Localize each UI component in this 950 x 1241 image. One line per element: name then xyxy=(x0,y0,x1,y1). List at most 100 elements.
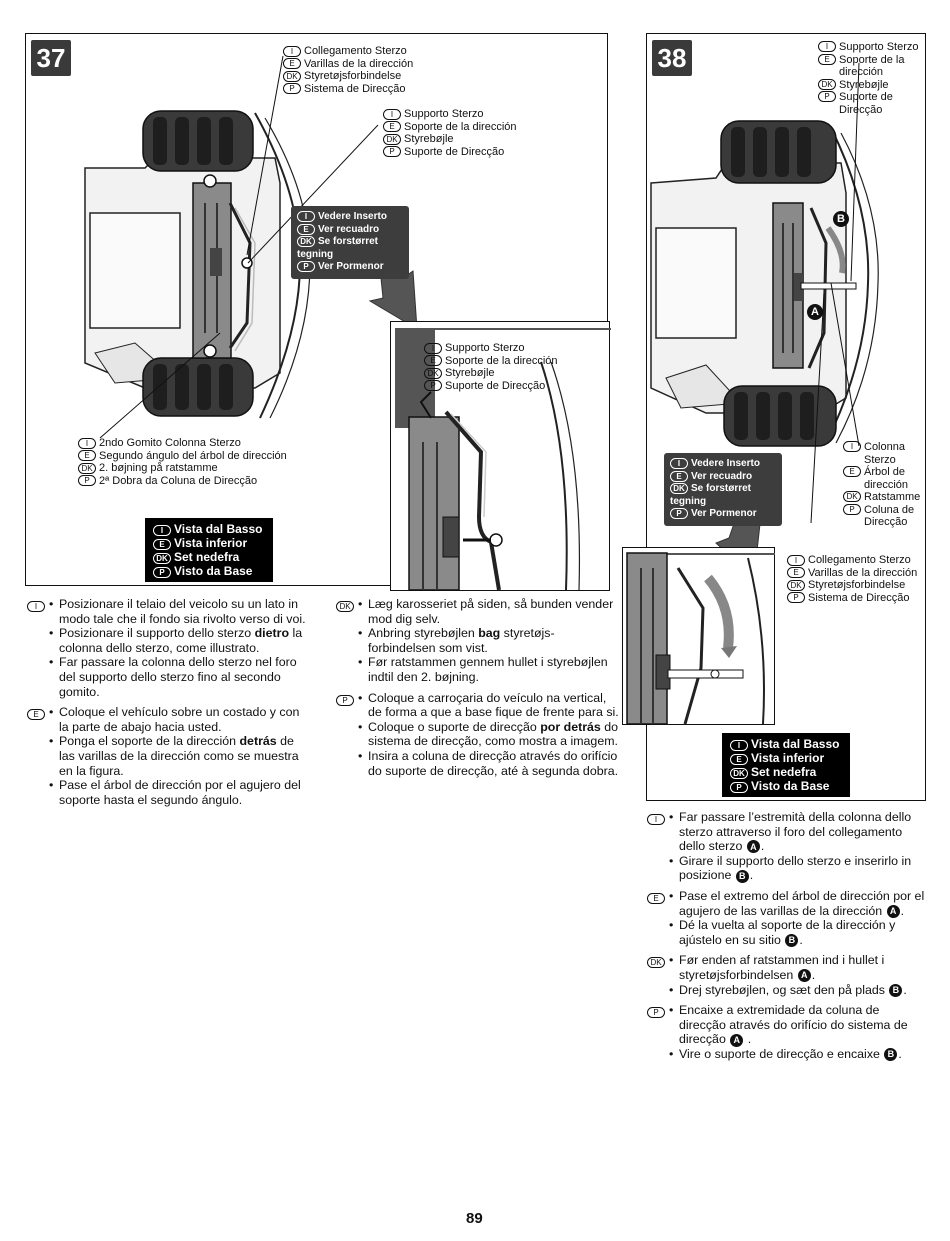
label-text: Vista inferior xyxy=(751,751,825,765)
language-code-icon: E xyxy=(383,121,401,133)
label-text: Supporto Sterzo xyxy=(839,41,919,53)
language-code-icon: E xyxy=(78,450,96,462)
label-text: Vista dal Basso xyxy=(174,522,263,536)
language-code-icon: I xyxy=(730,740,748,751)
language-code-icon: E xyxy=(818,53,836,65)
label-text: Vista inferior xyxy=(174,536,248,550)
instructions-37-left: I•Posizionare il telaio del veicolo su u… xyxy=(27,597,312,813)
instructions-37-right: DK•Læg karosseriet på siden, så bunden v… xyxy=(336,597,621,784)
instruction-block: DK•Læg karosseriet på siden, så bunden v… xyxy=(336,597,621,685)
language-code-icon: E xyxy=(27,709,45,721)
language-code-icon: P xyxy=(843,503,861,515)
label-text: Se forstørret tegning xyxy=(670,483,752,507)
instruction-block: E•Pase el extremo del árbol de dirección… xyxy=(647,889,927,947)
label-text: Coluna de Direcção xyxy=(864,503,915,529)
instruction-item: •Coloque o suporte de direcção por detrá… xyxy=(358,719,619,749)
instruction-block: I•Far passare l’estremità della colonna … xyxy=(647,810,927,883)
language-code-icon: DK xyxy=(843,491,861,502)
label-text: Supporto Sterzo xyxy=(404,108,484,120)
instruction-item: •Posizionare il telaio del veicolo su un… xyxy=(49,597,306,626)
instruction-item: •Før enden af ratstammen ind i hullet i … xyxy=(669,953,885,983)
label-text: Ratstamme xyxy=(864,491,921,503)
marker-a-icon: A xyxy=(807,304,823,320)
label-text: Vedere Inserto xyxy=(318,211,387,222)
language-code-icon: DK xyxy=(336,601,354,612)
language-code-icon: E xyxy=(730,754,748,765)
language-code-icon: DK xyxy=(647,957,665,969)
label-text: Visto da Base xyxy=(174,564,253,578)
marker-icon: A xyxy=(730,1033,744,1047)
marker-icon: A xyxy=(797,969,811,983)
label-text: Colonna Sterzo xyxy=(864,441,905,466)
label-text: Styrebøjle xyxy=(404,133,454,145)
label-text: Collegamento Sterzo xyxy=(304,45,407,57)
instruction-item: •Encaixe a extremidade da coluna de dire… xyxy=(669,1003,908,1047)
language-code-icon: I xyxy=(78,437,96,449)
language-code-icon: DK xyxy=(297,236,315,247)
step-38-vehicle-illustration xyxy=(650,62,879,580)
language-code-icon: I xyxy=(843,441,861,452)
marker-icon: B xyxy=(735,869,749,883)
instruction-item: •Pase el árbol de dirección por el aguje… xyxy=(49,778,301,807)
inset-shadow xyxy=(397,328,611,330)
label-text: Varillas de la dirección xyxy=(304,57,414,70)
language-code-icon: P xyxy=(818,91,836,102)
language-code-icon: I xyxy=(818,41,836,52)
instruction-block: E•Coloque el vehículo sobre un costado y… xyxy=(27,705,312,807)
label-text: Collegamento Sterzo xyxy=(808,554,911,566)
marker-icon: A xyxy=(746,840,760,854)
label-text: 2ª Dobra da Coluna de Direcção xyxy=(99,474,258,487)
instruction-block: P•Coloque a carroçaria do veículo na ver… xyxy=(336,691,621,779)
language-code-icon: P xyxy=(78,475,96,487)
instruction-item: •Før ratstammen gennem hullet i styrebøj… xyxy=(358,655,608,684)
label-text: Vedere Inserto xyxy=(691,458,760,469)
language-code-icon: DK xyxy=(424,367,442,379)
language-code-icon: P xyxy=(153,567,171,578)
language-code-icon: DK xyxy=(153,553,171,564)
label-text: Visto da Base xyxy=(751,779,830,793)
label-text: Styretøjsforbindelse xyxy=(808,579,906,591)
step-number: 38 xyxy=(652,40,692,76)
instruction-block: DK •Før enden af ratstammen ind i hullet … xyxy=(647,953,927,997)
language-code-icon: DK xyxy=(670,483,688,494)
language-code-icon: E xyxy=(787,567,805,579)
language-code-icon: P xyxy=(336,694,354,706)
label-text: Ver recuadro xyxy=(318,223,380,235)
language-code-icon: I xyxy=(383,108,401,120)
language-code-icon: P xyxy=(383,146,401,158)
instruction-item: •Girare il supporto dello sterzo e inser… xyxy=(669,853,912,883)
label-text: Styrebøjle xyxy=(445,367,495,379)
instructions-38: I•Far passare l’estremità della colonna … xyxy=(647,810,927,1068)
instruction-item: •Anbring styrebøjlen bag styretøjs-forbi… xyxy=(358,626,555,655)
language-code-icon: E xyxy=(297,223,315,235)
label-text: Suporte de Direcção xyxy=(404,145,505,158)
language-code-icon: I xyxy=(297,211,315,222)
label-text: Suporte de Direcção xyxy=(839,91,893,116)
inset-shadow xyxy=(628,553,775,555)
